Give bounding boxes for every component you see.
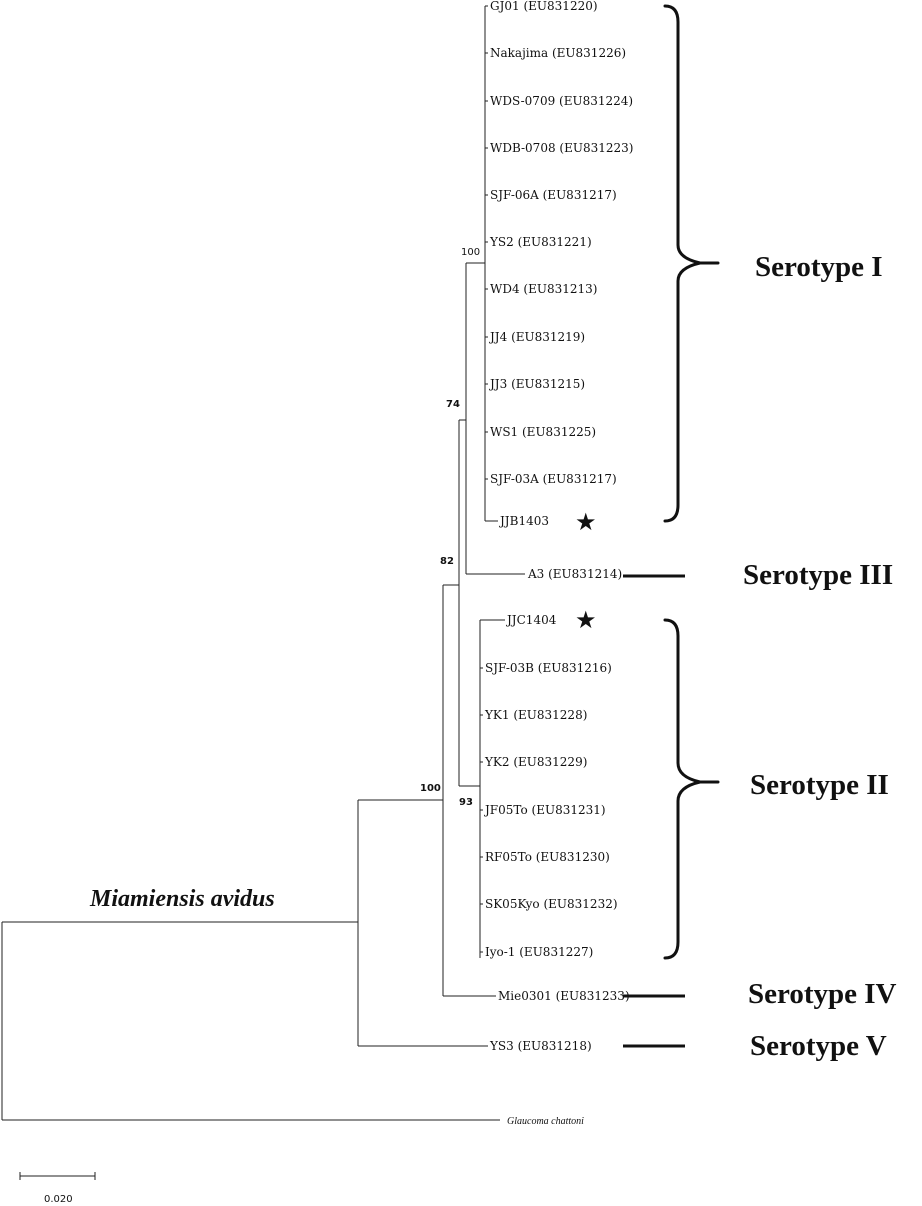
leaf-label-jj3: JJ3 (EU831215) (488, 377, 585, 391)
leaf-label-rf05to: RF05To (EU831230) (485, 850, 610, 864)
leaf-label-ys3: YS3 (EU831218) (489, 1039, 592, 1053)
support-value-74: 74 (446, 399, 460, 410)
brace-serotype-I (663, 4, 720, 523)
leaf-label-iyo1: Iyo-1 (EU831227) (485, 945, 593, 959)
leaf-label-wd4: WD4 (EU831213) (490, 282, 597, 296)
leaf-label-ws1: WS1 (EU831225) (490, 425, 596, 439)
leaf-label-sjf06a: SJF-06A (EU831217) (490, 188, 617, 202)
leaf-label-outgroup: Glaucoma chattoni (507, 1116, 584, 1127)
leaf-label-jjc1404: JJC1404 (505, 613, 557, 627)
leaf-label-sjf03a: SJF-03A (EU831217) (490, 472, 617, 486)
support-value-100-root: 100 (420, 783, 441, 794)
leaf-label-a3: A3 (EU831214) (527, 567, 622, 581)
scale-bar-label: 0.020 (44, 1194, 73, 1205)
brace-serotype-II (663, 618, 720, 960)
support-value-100-top: 100 (461, 247, 480, 258)
leaf-label-sk05kyo: SK05Kyo (EU831232) (485, 897, 618, 911)
tree-branches (1, 5, 525, 1121)
leaf-label-jjb1403: JJB1403 (498, 514, 549, 528)
serotype-label-V: Serotype V (750, 1030, 887, 1062)
leaf-label-wdb0708: WDB-0708 (EU831223) (490, 141, 633, 155)
serotype-label-III: Serotype III (743, 559, 893, 591)
support-value-93: 93 (459, 797, 473, 808)
leaf-label-wds0709: WDS-0709 (EU831224) (490, 94, 633, 108)
serotype-label-II: Serotype II (750, 769, 889, 801)
support-value-82: 82 (440, 556, 454, 567)
leaf-label-ys2: YS2 (EU831221) (489, 235, 592, 249)
serotype-label-I: Serotype I (755, 251, 883, 283)
leaf-label-mie0301: Mie0301 (EU831233) (498, 989, 630, 1003)
leaf-label-jj4: JJ4 (EU831219) (488, 330, 585, 344)
star-icon-jjb1403: ★ (575, 508, 597, 536)
serotype-label-IV: Serotype IV (748, 978, 897, 1010)
species-label: Miamiensis avidus (89, 886, 275, 912)
leaf-labels: GJ01 (EU831220) Nakajima (EU831226) WDS-… (483, 0, 633, 1127)
leaf-label-yk1: YK1 (EU831228) (484, 708, 587, 722)
leaf-label-yk2: YK2 (EU831229) (484, 755, 587, 769)
star-icon-jjc1404: ★ (575, 606, 597, 634)
support-values: 100 74 82 100 93 (420, 247, 480, 808)
leaf-label-sjf03b: SJF-03B (EU831216) (485, 661, 612, 675)
leaf-label-gj01: GJ01 (EU831220) (490, 0, 598, 13)
leaf-label-jf05to: JF05To (EU831231) (483, 803, 606, 817)
leaf-label-nakajima: Nakajima (EU831226) (490, 46, 626, 60)
scale-bar: 0.020 (19, 1172, 96, 1205)
